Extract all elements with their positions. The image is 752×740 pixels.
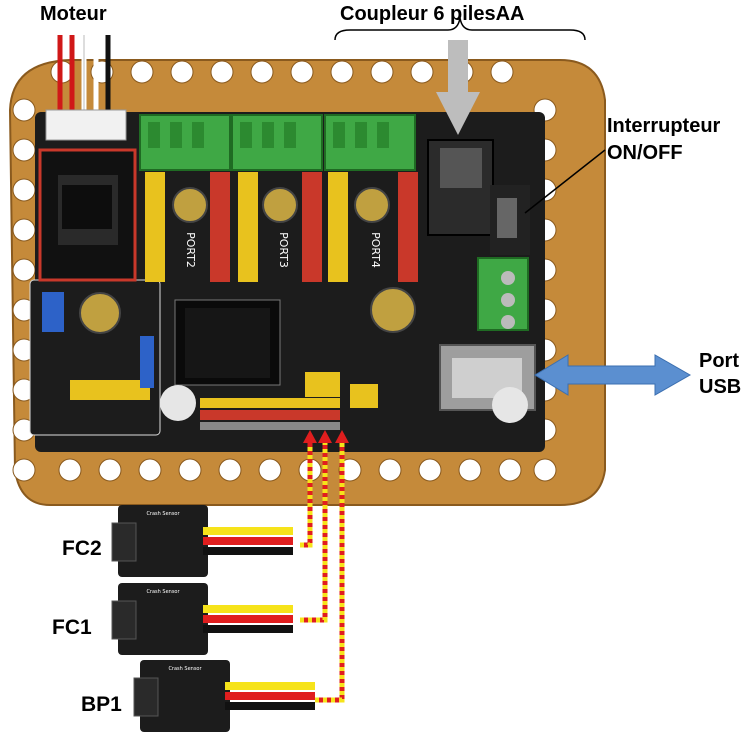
sensor-wire [203, 527, 293, 535]
plate-hole [290, 60, 314, 84]
screw-terminal [477, 257, 529, 331]
power-jack-icon [427, 139, 494, 236]
label-fc1: FC1 [52, 616, 92, 639]
plate-hole [58, 458, 82, 482]
label-usb: USB [699, 376, 742, 398]
plate-hole [12, 138, 36, 162]
port-label-3: PORT3 [277, 232, 290, 268]
plate-hole [458, 458, 482, 482]
label-fc2: FC2 [62, 537, 102, 560]
coupleur-brace [334, 17, 586, 41]
port-label-2: PORT2 [184, 232, 197, 268]
plate-hole [12, 458, 36, 482]
plate-hole [250, 60, 274, 84]
standoffs [160, 385, 528, 423]
sensor-wire [225, 692, 315, 700]
plate-hole [12, 178, 36, 202]
plate-hole [370, 60, 394, 84]
crash-sensor-module: Crash Sensor [111, 583, 293, 655]
interrupteur-pointer [524, 149, 606, 214]
plate-hole [498, 458, 522, 482]
port-label-4: PORT4 [369, 232, 382, 268]
plate-hole [138, 458, 162, 482]
sensor-wires [300, 430, 349, 703]
sensor-wire [203, 625, 293, 633]
coupleur-arrow [436, 40, 480, 135]
label-interrupteur: Interrupteur [607, 115, 721, 137]
crash-sensor-module: Crash Sensor [133, 660, 315, 732]
plate-hole [98, 458, 122, 482]
capacitors [79, 287, 416, 334]
sensor-title: Crash Sensor [146, 511, 180, 517]
terminal-blocks [139, 114, 416, 171]
switch-icon [490, 185, 530, 255]
plate-hole [12, 98, 36, 122]
port-sockets [145, 172, 418, 282]
plate-hole [218, 458, 242, 482]
plate-hole [178, 458, 202, 482]
microcontroller [174, 299, 281, 386]
blue-headers [42, 292, 154, 388]
plate-hole [410, 60, 434, 84]
plate-hole [533, 458, 557, 482]
crash-sensor-module: Crash Sensor [111, 505, 293, 577]
plate-hole [12, 258, 36, 282]
port-labels: PORT2 PORT3 PORT4 [184, 232, 382, 268]
label-port: Port [699, 350, 739, 372]
label-coupleur: Coupleur 6 pilesAA [340, 3, 525, 25]
motor-connector-icon [45, 35, 127, 141]
plate-hole [330, 60, 354, 84]
sensor-wire [203, 605, 293, 613]
plate-holes [12, 60, 557, 482]
label-bp1: BP1 [81, 693, 122, 716]
sensor-wire [225, 702, 315, 710]
bottom-pin-headers [70, 372, 378, 430]
label-on-off: ON/OFF [607, 142, 683, 164]
plate-hole [418, 458, 442, 482]
plate-hole [130, 60, 154, 84]
plate-hole [170, 60, 194, 84]
sensor-wire [225, 682, 315, 690]
sensor-title: Crash Sensor [168, 666, 202, 672]
sensor-wire [203, 547, 293, 555]
plate-hole [258, 458, 282, 482]
label-moteur: Moteur [40, 3, 107, 25]
driver-module-1 [38, 148, 137, 282]
usb-arrow [534, 354, 692, 396]
sensor-wire [203, 537, 293, 545]
sensor-title: Crash Sensor [146, 589, 180, 595]
plate-hole [378, 458, 402, 482]
sensor-wire [203, 615, 293, 623]
plate-hole [12, 218, 36, 242]
plate-hole [210, 60, 234, 84]
plate-hole [490, 60, 514, 84]
